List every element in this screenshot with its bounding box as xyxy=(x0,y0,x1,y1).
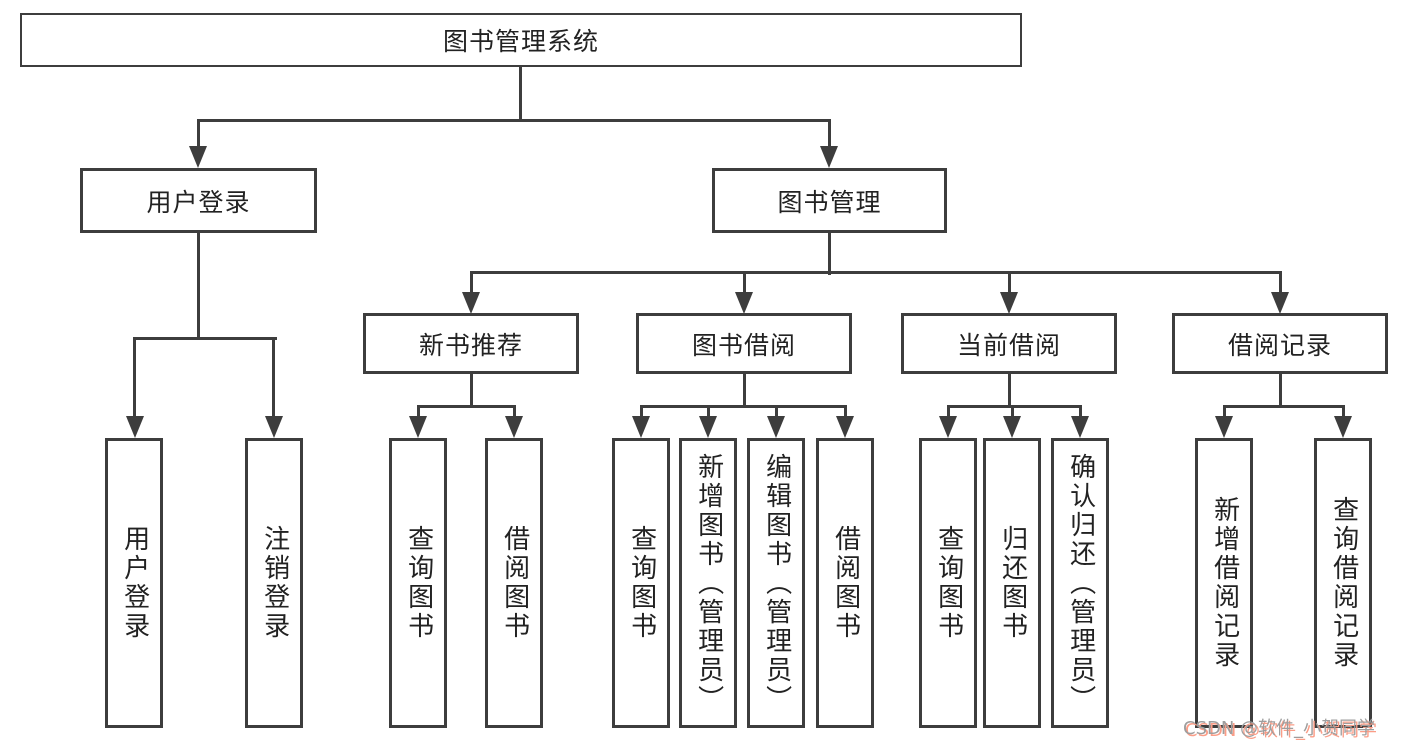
arrowhead-user-login xyxy=(189,146,207,168)
node-leaf-query-borrow-record-label: 查询借阅记录 xyxy=(1328,496,1359,670)
node-user-login: 用户登录 xyxy=(80,168,317,233)
connector-arm xyxy=(417,405,420,419)
node-book-management-label: 图书管理 xyxy=(777,187,882,217)
node-leaf-borrow-books-b-label: 借阅图书 xyxy=(830,525,861,641)
node-book-borrowing-label: 图书借阅 xyxy=(691,330,796,360)
connector-arm xyxy=(1079,405,1082,419)
node-leaf-add-borrow-record: 新增借阅记录 xyxy=(1195,438,1253,728)
node-leaf-query-books-b: 查询图书 xyxy=(612,438,670,728)
arrowhead-return-book xyxy=(1003,416,1021,438)
node-leaf-return-book: 归还图书 xyxy=(983,438,1041,728)
arrowhead-borrow-books-a xyxy=(505,416,523,438)
connector-book-borrow-arm xyxy=(743,271,746,296)
arrowhead-query-books-b xyxy=(632,416,650,438)
node-book-management: 图书管理 xyxy=(712,168,947,233)
connector-arm xyxy=(707,405,710,419)
node-leaf-confirm-return-admin: 确认归还（管理员） xyxy=(1051,438,1109,728)
arrowhead-book-borrow xyxy=(735,292,753,314)
connector-level1-bar xyxy=(197,119,831,122)
connector-book-borrow-bar xyxy=(640,405,847,408)
arrowhead-book-mgmt xyxy=(820,146,838,168)
arrowhead-borrow-books-b xyxy=(836,416,854,438)
arrowhead-edit-book xyxy=(767,416,785,438)
node-leaf-borrow-books-b: 借阅图书 xyxy=(816,438,874,728)
csdn-watermark: CSDN @软件_小贺同学 xyxy=(1183,718,1376,739)
connector-user-login-arm xyxy=(197,119,200,149)
connector-arm xyxy=(1011,405,1014,419)
connector-arm xyxy=(640,405,643,419)
connector-new-book-bar xyxy=(417,405,516,408)
node-leaf-edit-book-admin: 编辑图书（管理员） xyxy=(747,438,805,728)
node-leaf-query-books-a: 查询图书 xyxy=(389,438,447,728)
connector-book-mgmt-arm xyxy=(828,119,831,149)
connector-user-login-stub xyxy=(197,233,200,340)
connector-leaf-login-arm xyxy=(133,337,136,419)
node-leaf-query-books-a-label: 查询图书 xyxy=(403,525,434,641)
arrowhead-add-record xyxy=(1215,416,1233,438)
connector-borrow-records-stub xyxy=(1279,374,1282,408)
connector-leaf-logout-arm xyxy=(272,337,275,419)
arrowhead-leaf-logout xyxy=(265,416,283,438)
node-borrowing-records: 借阅记录 xyxy=(1172,313,1388,374)
node-leaf-confirm-return-admin-label: 确认归还（管理员） xyxy=(1065,452,1096,714)
node-leaf-logout-label: 注销登录 xyxy=(259,525,290,641)
node-leaf-query-books-c: 查询图书 xyxy=(919,438,977,728)
connector-arm xyxy=(844,405,847,419)
node-new-book-recommendation: 新书推荐 xyxy=(363,313,579,374)
arrowhead-leaf-login xyxy=(126,416,144,438)
node-leaf-query-borrow-record: 查询借阅记录 xyxy=(1314,438,1372,728)
node-leaf-user-login: 用户登录 xyxy=(105,438,163,728)
connector-current-borrow-bar xyxy=(947,405,1082,408)
node-leaf-edit-book-admin-label: 编辑图书（管理员） xyxy=(761,452,792,714)
node-leaf-return-book-label: 归还图书 xyxy=(997,525,1028,641)
arrowhead-borrow-records xyxy=(1271,292,1289,314)
node-leaf-add-book-admin-label: 新增图书（管理员） xyxy=(693,452,724,714)
node-user-login-label: 用户登录 xyxy=(146,187,251,217)
node-leaf-borrow-books-a-label: 借阅图书 xyxy=(499,525,530,641)
node-leaf-logout: 注销登录 xyxy=(245,438,303,728)
arrowhead-query-books-a xyxy=(409,416,427,438)
node-leaf-user-login-label: 用户登录 xyxy=(119,525,150,641)
connector-user-login-bar xyxy=(133,337,277,340)
node-leaf-borrow-books-a: 借阅图书 xyxy=(485,438,543,728)
connector-arm xyxy=(1342,405,1345,419)
connector-arm xyxy=(513,405,516,419)
arrowhead-add-book xyxy=(699,416,717,438)
node-book-borrowing: 图书借阅 xyxy=(636,313,852,374)
connector-book-borrow-stub xyxy=(743,374,746,408)
node-borrowing-records-label: 借阅记录 xyxy=(1227,330,1332,360)
arrowhead-new-book xyxy=(462,292,480,314)
connector-new-book-stub xyxy=(470,374,473,408)
node-leaf-query-books-b-label: 查询图书 xyxy=(626,525,657,641)
node-root-label: 图书管理系统 xyxy=(442,27,599,56)
connector-current-borrow-stub xyxy=(1008,374,1011,408)
node-leaf-query-books-c-label: 查询图书 xyxy=(933,525,964,641)
arrowhead-query-books-c xyxy=(939,416,957,438)
node-root: 图书管理系统 xyxy=(20,13,1022,67)
connector-arm xyxy=(947,405,950,419)
connector-new-book-arm xyxy=(470,271,473,296)
arrowhead-current-borrow xyxy=(1000,292,1018,314)
connector-borrow-records-bar xyxy=(1223,405,1345,408)
connector-root-stub xyxy=(519,67,522,122)
node-new-book-recommendation-label: 新书推荐 xyxy=(418,330,523,360)
connector-level2-bar xyxy=(470,271,1282,274)
connector-arm xyxy=(775,405,778,419)
connector-arm xyxy=(1223,405,1226,419)
connector-book-mgmt-stub xyxy=(828,233,831,275)
node-current-borrowing: 当前借阅 xyxy=(901,313,1117,374)
arrowhead-query-record xyxy=(1334,416,1352,438)
node-current-borrowing-label: 当前借阅 xyxy=(956,330,1061,360)
node-leaf-add-borrow-record-label: 新增借阅记录 xyxy=(1209,496,1240,670)
node-leaf-add-book-admin: 新增图书（管理员） xyxy=(679,438,737,728)
connector-borrow-records-arm xyxy=(1279,271,1282,296)
arrowhead-confirm-return xyxy=(1071,416,1089,438)
connector-current-borrow-arm xyxy=(1008,271,1011,296)
